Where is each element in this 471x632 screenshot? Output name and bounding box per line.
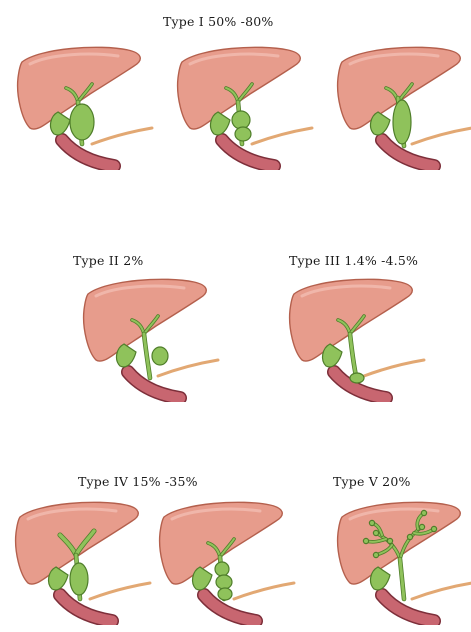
type4-label: Type IV 15% -35% [78,474,198,489]
intrahepatic-cyst-9 [407,534,412,539]
figure-type4-a [8,495,158,625]
figure-type3 [282,272,432,402]
diagram-svg [330,495,471,625]
diagram-svg [282,272,432,402]
type1-label: Type I 50% -80% [163,14,273,29]
diagram-svg [330,40,471,170]
duodenum-shape [128,372,180,398]
duodenum-shape [222,140,274,166]
diverticulum-cyst [152,347,168,365]
gallbladder [371,567,390,590]
pancreatic-duct [92,128,152,144]
diagram-svg [170,40,320,170]
intrahepatic-cyst-1 [373,530,378,535]
diagram-svg [8,495,158,625]
gallbladder [371,112,390,135]
choledochocele-cyst [350,373,364,383]
intrahepatic-cyst-3 [369,520,374,525]
intrahepatic-cyst-6 [421,510,426,515]
gallbladder [193,567,212,590]
duodenum-shape [60,595,112,621]
figure-type1-b [170,40,320,170]
figure-type4-b [152,495,302,625]
common-bile-duct [400,559,404,599]
diagram-svg [76,272,226,402]
gallbladder [323,344,342,367]
intrahepatic-cyst-8 [387,538,392,543]
intrahepatic-cyst-5 [431,526,436,531]
cyst-1 [215,562,229,576]
cyst-dilation-lower [235,127,251,141]
intrahepatic-cyst-7 [373,552,378,557]
type3-label: Type III 1.4% -4.5% [289,253,418,268]
gallbladder [49,567,68,590]
duodenum-shape [382,140,434,166]
pancreatic-duct [234,583,294,599]
cyst-dilation-upper [232,111,250,129]
pancreatic-duct [252,128,312,144]
figure-type2 [76,272,226,402]
gallbladder [51,112,70,135]
type2-label: Type II 2% [73,253,143,268]
cyst-dilation [70,104,94,140]
pancreatic-duct [90,583,150,599]
diagram-svg [152,495,302,625]
gallbladder [211,112,230,135]
liver-shape [338,502,461,584]
duodenum-shape [382,595,434,621]
pancreatic-duct [364,360,424,376]
cyst-dilation [393,100,411,144]
figure-type1-a [10,40,160,170]
cyst-dilation [70,563,88,595]
gallbladder [117,344,136,367]
cyst-2 [216,575,232,589]
cyst-3 [218,588,232,600]
duodenum-shape [62,140,114,166]
intrahepatic-cyst-2 [363,538,368,543]
type5-label: Type V 20% [333,474,411,489]
diagram-svg [10,40,160,170]
intrahepatic-cyst-4 [419,524,424,529]
pancreatic-duct [158,360,218,376]
figure-type1-c [330,40,471,170]
figure-type5 [330,495,471,625]
pancreatic-duct [412,128,471,144]
pancreatic-duct [412,583,471,599]
